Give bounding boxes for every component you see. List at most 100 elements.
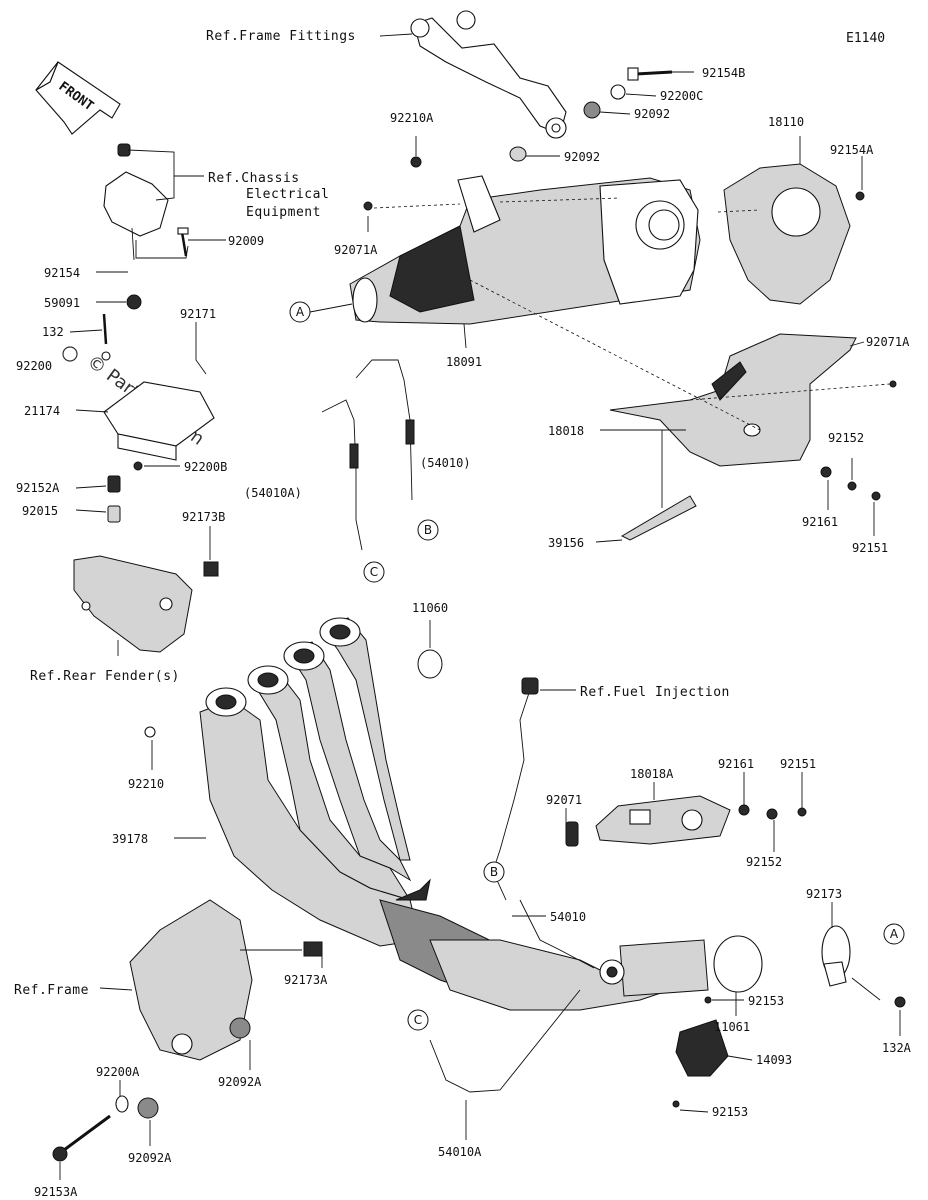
washer-92200C [610,84,626,100]
label-92015: 92015 [22,504,58,518]
label-59091: 59091 [44,296,80,310]
bolt-92151-lower [797,807,807,817]
bolt-92153A [52,1114,111,1162]
valve-cover-14093 [675,1019,729,1077]
frame-fitting-bracket [410,10,567,139]
washer-92152-lower [766,808,778,820]
label-92154A: 92154A [830,143,874,157]
grommet-92071A-right [889,380,897,388]
label-92171: 92171 [180,307,216,321]
label-18018: 18018 [548,424,584,438]
sensor-connector [521,677,539,695]
label-92092-upper: 92092 [634,107,670,121]
ref-fuel-injection: Ref.Fuel Injection [580,685,730,700]
ref-rear-fender: Ref.Rear Fender(s) [30,669,180,684]
callout-markers: A B C A B C [289,301,905,1031]
heat-shield-18018 [609,333,857,467]
label-92071: 92071 [546,793,582,807]
nut-92210A [410,156,422,168]
rear-fender-ref [73,555,193,653]
leader-lines [59,33,901,1180]
nut-92161-lower [738,804,750,816]
label-92071A-right: 92071A [866,335,910,349]
bolt-92153-upper [704,996,712,1004]
label-132: 132 [42,325,64,339]
label-92173A: 92173A [284,973,328,987]
label-92210: 92210 [128,777,164,791]
callout-b-top-letter: B [424,523,432,537]
ref-chassis-line1: Ref.Chassis [208,171,300,186]
grommet-92071 [565,821,579,847]
grommet-92071A-left [363,201,373,211]
label-92173: 92173 [806,887,842,901]
muffler-18091 [349,175,701,325]
callout-a-top-letter: A [296,305,305,319]
bolt-132A-lead-line [851,977,881,1001]
cable-adjuster-54010 [405,419,415,445]
dashed-guides [373,197,891,431]
part-number-labels: 92154B 92200C 92092 92210A 92092 18110 9… [16,66,912,1199]
cable-54010A-lower [429,989,581,1093]
clamp-92173B [203,561,219,577]
clamp-92173 [821,925,851,987]
cable-54010-upper [355,359,413,501]
callout-c-bottom [407,1009,429,1031]
callout-a-bottom [883,923,905,945]
copyright-icon [62,346,78,362]
label-54010-lower: 54010 [550,910,586,924]
collar-92092-upper [583,101,601,119]
label-92200A: 92200A [96,1065,140,1079]
cable-54010-lower [519,899,595,969]
callout-b-bottom [483,861,505,883]
label-92161-lower: 92161 [718,757,754,771]
callout-a-top [289,301,311,323]
label-18110: 18110 [768,115,804,129]
collar-92092-lower [509,146,527,162]
callout-b-bottom-letter: B [490,865,498,879]
washer-92152-upper [847,481,857,491]
label-92154: 92154 [44,266,80,280]
label-92200B: 92200B [184,460,227,474]
muffler-cover-18110 [723,163,851,305]
label-92210A: 92210A [390,111,434,125]
heat-shield-18018A [595,795,731,845]
label-54010A-lower: 54010A [438,1145,482,1159]
label-39178: 39178 [112,832,148,846]
callout-b-top [417,519,439,541]
label-39156: 39156 [548,536,584,550]
label-92071A-left: 92071A [334,243,378,257]
callout-c-bottom-letter: C [414,1013,422,1027]
label-39156 [620,495,697,541]
bolt-132A [894,996,906,1008]
label-92154B: 92154B [702,66,745,80]
bolt-92153-lower [672,1100,680,1108]
bolt-92154B [627,67,673,81]
label-92009: 92009 [228,234,264,248]
exhaust-header-39178 [199,617,701,1011]
chassis-bracket [103,143,169,261]
label-92152A: 92152A [16,481,60,495]
label-92153-lower: 92153 [712,1105,748,1119]
label-11061: 11061 [714,1020,750,1034]
ref-chassis-line2: Electrical [246,187,329,202]
bolt-92009 [177,227,189,257]
bolt-92154A [855,191,865,201]
label-92092-lower: 92092 [564,150,600,164]
callout-c-top-letter: C [370,565,378,579]
reference-labels: Ref.Frame Fittings Ref.Chassis Electrica… [14,29,730,998]
label-92092A-lower: 92092A [128,1151,172,1165]
washer-92200A [115,1095,129,1113]
washer-92200 [101,351,111,361]
callout-c-top [363,561,385,583]
ref-frame: Ref.Frame [14,983,89,998]
collar-92015 [107,505,121,523]
label-92153-upper: 92153 [748,994,784,1008]
callout-a-bottom-letter: A [890,927,899,941]
label-54010A-paren: (54010A) [244,486,302,500]
label-11060: 11060 [412,601,448,615]
frame-bracket-ref [129,899,253,1061]
ref-frame-fittings: Ref.Frame Fittings [206,29,356,44]
label-18091: 18091 [446,355,482,369]
cable-adjuster-54010A [349,443,359,469]
